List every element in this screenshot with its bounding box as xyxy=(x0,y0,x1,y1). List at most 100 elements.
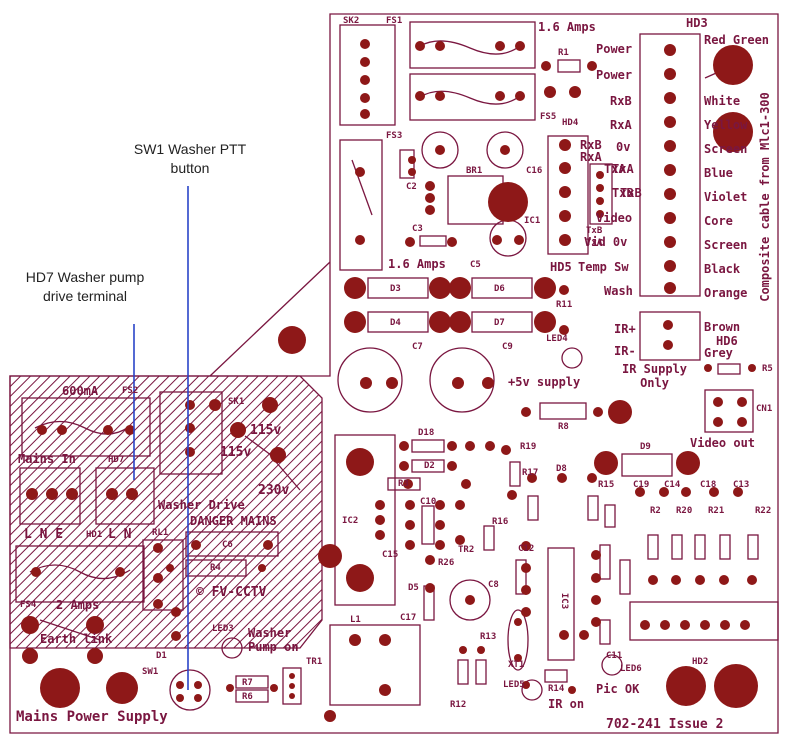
hd6-wire-2: Grey xyxy=(704,346,733,360)
c16-label: C16 xyxy=(526,166,543,176)
hd7-label: HD7 xyxy=(108,455,125,465)
c15-label: C15 xyxy=(382,550,399,560)
tr1-label: TR1 xyxy=(306,657,323,667)
r22-label: R22 xyxy=(755,506,772,516)
c2-label: C2 xyxy=(406,182,417,192)
hd3-pin-7: TxB xyxy=(612,186,634,200)
v115a-label: 115v xyxy=(250,423,282,438)
rl1-label: RL1 xyxy=(152,528,169,538)
fs2-label: FS2 xyxy=(122,386,139,396)
hd4-pin-4: TxB xyxy=(620,186,642,200)
r3-label: R3 xyxy=(398,479,409,489)
xt1-label: XT1 xyxy=(508,660,525,670)
c19-label: C19 xyxy=(633,480,650,490)
d4-label: D4 xyxy=(390,318,401,328)
hd3-label: HD3 xyxy=(686,16,708,30)
r6-label: R6 xyxy=(242,692,253,702)
hd3-pin-3: RxB xyxy=(610,94,632,108)
c9-label: C9 xyxy=(502,342,513,352)
fs1-rating-label: 1.6 Amps xyxy=(538,20,596,34)
hd6-label: HD6 xyxy=(716,334,738,348)
issue-label: 702-241 Issue 2 xyxy=(606,717,724,732)
cn1-label: CN1 xyxy=(756,404,773,414)
hd4-pin-2: RxA xyxy=(580,150,602,164)
d6-label: D6 xyxy=(494,284,505,294)
r2-label: R2 xyxy=(650,506,661,516)
c10-label: C10 xyxy=(420,497,437,507)
hd5-label: HD5 xyxy=(550,260,572,274)
hd1-label: HD1 xyxy=(86,530,103,540)
fs3-rating-label: 1.6 Amps xyxy=(388,257,446,271)
mains-power-supply-label: Mains Power Supply xyxy=(16,709,168,725)
hd4-pin-6: TxA xyxy=(586,238,603,248)
hd3-pin-6: TxA xyxy=(612,162,634,176)
hd4-pin-5: TxB xyxy=(586,226,603,236)
v230-label: 230v xyxy=(258,483,290,498)
led6-label: LED6 xyxy=(620,664,642,674)
c12-label: C12 xyxy=(518,544,535,554)
r11-label: R11 xyxy=(556,300,573,310)
danger-mains-label: DANGER MAINS xyxy=(190,514,277,528)
r4-label: R4 xyxy=(210,563,221,573)
hd3-wire-8: Screen xyxy=(704,238,748,252)
earth-link-label: Earth link xyxy=(40,632,113,646)
hd3-wire-7: Core xyxy=(704,214,733,228)
fs1-label: FS1 xyxy=(386,16,403,26)
fv-cctv-label: © FV-CCTV xyxy=(196,585,267,600)
hd3-pin-1: Power xyxy=(596,42,633,56)
hd3-wire-3: Yellow xyxy=(704,118,748,132)
c8-label: C8 xyxy=(488,580,499,590)
hd3-pin-10: Temp Sw xyxy=(578,260,629,274)
led3-label: LED3 xyxy=(212,624,234,634)
sw1-callout-label: SW1 Washer PTT button xyxy=(133,141,247,176)
hd3-wire-9: Black xyxy=(704,262,741,276)
d1-label: D1 xyxy=(156,651,167,661)
r13-label: R13 xyxy=(480,632,497,642)
hd3-pin-8: Video xyxy=(596,211,633,225)
r15-label: R15 xyxy=(598,480,615,490)
washer-pump-on-label: Washer Pump on xyxy=(248,626,299,654)
lne-hd7-label: L N xyxy=(108,527,132,542)
r7-label: R7 xyxy=(242,678,253,688)
c5-label: C5 xyxy=(470,260,481,270)
ic1-label: IC1 xyxy=(524,216,541,226)
mains-in-label: Mains In xyxy=(18,452,76,466)
fs4-label: FS4 xyxy=(20,600,37,610)
c11-label: C11 xyxy=(606,651,623,661)
hd7-callout-label: HD7 Washer pump drive terminal xyxy=(25,269,145,304)
lne-mains-label: L N E xyxy=(24,527,64,542)
c18-label: C18 xyxy=(700,480,717,490)
fs4-rating-label: 2 Amps xyxy=(56,598,100,612)
ir-supply-label: IR Supply Only xyxy=(622,362,688,390)
hd3-wire-1: Red Green xyxy=(704,33,770,47)
r19-label: R19 xyxy=(520,442,537,452)
c6-label: C6 xyxy=(222,540,233,550)
hd3-pin-5: 0v xyxy=(616,140,631,154)
hd3-pin-4: RxA xyxy=(610,118,632,132)
c7-label: C7 xyxy=(412,342,423,352)
hd3-pin-9: Vid 0v xyxy=(584,235,628,249)
ic2-label: IC2 xyxy=(342,516,359,526)
d8-label: D8 xyxy=(556,464,567,474)
v115b-label: 115v xyxy=(220,445,252,460)
r8-label: R8 xyxy=(558,422,569,432)
hd6-wire-1: Brown xyxy=(704,320,741,334)
r14-label: R14 xyxy=(548,684,565,694)
r20-label: R20 xyxy=(676,506,693,516)
c14-label: C14 xyxy=(664,480,681,490)
hd4-pin-1: RxB xyxy=(580,138,602,152)
r26-label: R26 xyxy=(438,558,455,568)
pic-ok-label: Pic OK xyxy=(596,682,640,696)
sk1-label: SK1 xyxy=(228,397,245,407)
hd4-label: HD4 xyxy=(562,118,579,128)
sk2-label: SK2 xyxy=(343,16,360,26)
d18-label: D18 xyxy=(418,428,435,438)
r12-label: R12 xyxy=(450,700,467,710)
l1-label: L1 xyxy=(350,615,361,625)
hd3-wire-6: Violet xyxy=(704,190,748,204)
hd3-wire-2: White xyxy=(704,94,741,108)
hd3-wire-10: Orange xyxy=(704,286,748,300)
hd4-pin-3: TxA xyxy=(604,162,626,176)
hd6-pin-1: IR+ xyxy=(614,322,636,336)
